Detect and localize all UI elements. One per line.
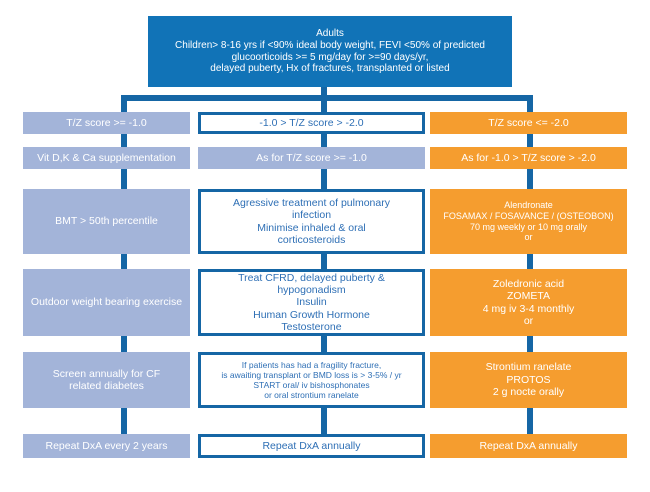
box-cf-diabetes-screen: Screen annually for CF related diabetes xyxy=(23,352,190,408)
box-cfrd-hormones: Treat CFRD, delayed puberty & hypogonadi… xyxy=(198,269,425,336)
connector-horizontal-bar xyxy=(121,95,533,101)
box-vit-dk-ca-supplementation: Vit D,K & Ca supplementation xyxy=(23,147,190,169)
box-repeat-dxa-2yr: Repeat DxA every 2 years xyxy=(23,434,190,458)
box-alendronate: Alendronate FOSAMAX / FOSAVANCE / (OSTEO… xyxy=(430,189,627,254)
connector-vertical-right xyxy=(527,95,533,440)
entry-criteria-box: Adults Children> 8-16 yrs if <90% ideal … xyxy=(148,16,512,87)
box-bmt-percentile: BMT > 50th percentile xyxy=(23,189,190,254)
box-fragility-fracture: If patients has had a fragility fracture… xyxy=(198,352,425,408)
connector-vertical-left xyxy=(121,95,127,440)
connector-vertical-middle xyxy=(321,95,327,440)
box-as-for-normal: As for T/Z score >= -1.0 xyxy=(198,147,425,169)
box-tz-score-normal: T/Z score >= -1.0 xyxy=(23,112,190,134)
box-pulmonary-treatment: Agressive treatment of pulmonary infecti… xyxy=(198,189,425,254)
box-repeat-dxa-annual-mid: Repeat DxA annually xyxy=(198,434,425,458)
connector-stem xyxy=(321,84,327,101)
box-zoledronic-acid: Zoledronic acid ZOMETA 4 mg iv 3-4 month… xyxy=(430,269,627,336)
box-tz-score-osteoporosis: T/Z score <= -2.0 xyxy=(430,112,627,134)
box-as-for-osteopenia: As for -1.0 > T/Z score > -2.0 xyxy=(430,147,627,169)
box-weight-bearing-exercise: Outdoor weight bearing exercise xyxy=(23,269,190,336)
box-repeat-dxa-annual-right: Repeat DxA annually xyxy=(430,434,627,458)
box-tz-score-osteopenia: -1.0 > T/Z score > -2.0 xyxy=(198,112,425,134)
box-strontium-ranelate: Strontium ranelate PROTOS 2 g nocte oral… xyxy=(430,352,627,408)
